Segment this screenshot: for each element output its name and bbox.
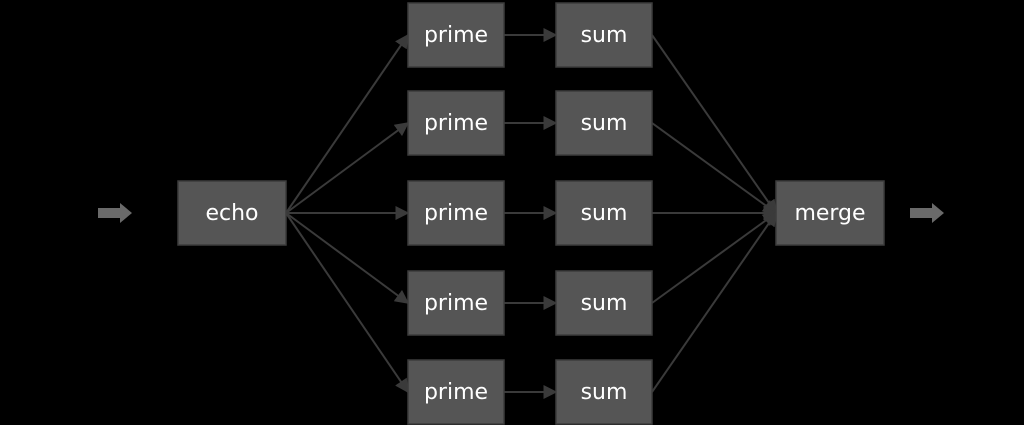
edge-echo-to-prime-2 xyxy=(285,122,410,214)
node-prime-4: prime xyxy=(407,270,505,336)
node-echo: echo xyxy=(177,180,287,246)
node-box xyxy=(555,270,653,336)
node-prime-2: prime xyxy=(407,90,505,156)
node-box xyxy=(407,270,505,336)
node-prime-1: prime xyxy=(407,2,505,68)
node-label: prime xyxy=(424,380,488,405)
node-label: sum xyxy=(581,291,628,316)
node-merge: merge xyxy=(775,180,885,246)
node-label: sum xyxy=(581,380,628,405)
node-sum-5: sum xyxy=(555,359,653,425)
node-sum-3: sum xyxy=(555,180,653,246)
io-layer xyxy=(98,203,944,223)
node-label: prime xyxy=(424,201,488,226)
node-box xyxy=(555,180,653,246)
node-box xyxy=(555,359,653,425)
input-arrow-icon xyxy=(98,203,132,223)
edge-sum-1-to-merge xyxy=(651,34,777,215)
node-sum-1: sum xyxy=(555,2,653,68)
edge-echo-to-prime-5 xyxy=(285,212,409,394)
node-box xyxy=(775,180,885,246)
node-box xyxy=(555,90,653,156)
node-label: prime xyxy=(424,291,488,316)
node-label: merge xyxy=(794,201,865,226)
edge-sum-5-to-merge xyxy=(651,211,777,393)
node-box xyxy=(407,359,505,425)
node-box xyxy=(407,180,505,246)
node-box xyxy=(177,180,287,246)
output-arrow-icon xyxy=(910,203,944,223)
node-sum-2: sum xyxy=(555,90,653,156)
node-label: prime xyxy=(424,23,488,48)
node-label: sum xyxy=(581,111,628,136)
node-label: sum xyxy=(581,23,628,48)
node-box xyxy=(407,90,505,156)
node-prime-5: prime xyxy=(407,359,505,425)
node-label: prime xyxy=(424,111,488,136)
edge-echo-to-prime-4 xyxy=(285,212,410,304)
node-label: sum xyxy=(581,201,628,226)
edges-layer xyxy=(285,28,778,399)
edge-sum-2-to-merge xyxy=(651,122,778,214)
node-label: echo xyxy=(205,201,258,226)
node-box xyxy=(407,2,505,68)
node-prime-3: prime xyxy=(407,180,505,246)
node-sum-4: sum xyxy=(555,270,653,336)
nodes-layer: echo merge prime sum prime sum prime sum prime su… xyxy=(177,2,885,425)
node-box xyxy=(555,2,653,68)
edge-echo-to-prime-1 xyxy=(285,33,409,214)
edge-sum-4-to-merge xyxy=(651,212,778,304)
